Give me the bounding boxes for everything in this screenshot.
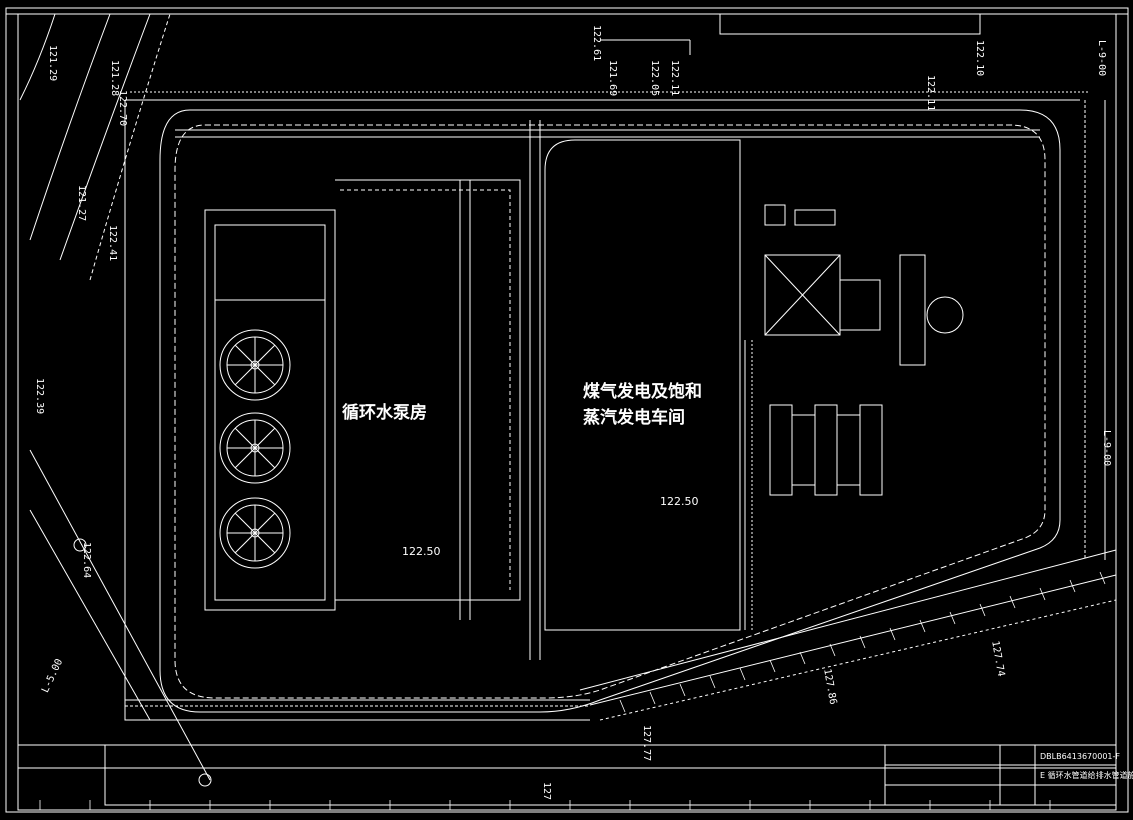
elev-tag: 122.70 <box>117 90 128 127</box>
elev-tag: 122.11 <box>669 60 680 97</box>
site-boundary <box>159 109 1061 713</box>
tank-circle <box>926 296 964 334</box>
title-strip <box>104 744 1117 806</box>
pump-house-outline <box>335 179 521 601</box>
cooling-fan-3 <box>219 497 291 569</box>
workshop-label-line1: 煤气发电及饱和 <box>583 382 702 402</box>
pump-house-label: 循环水泵房 <box>342 403 427 423</box>
outer-frame <box>5 7 1129 813</box>
cooling-fan-1 <box>219 329 291 401</box>
radiator-group <box>769 404 883 496</box>
elev-tag: 121.69 <box>607 60 618 97</box>
cooling-tower-block <box>204 209 336 611</box>
elev-tag: 122.61 <box>591 25 602 62</box>
road-edge-3 <box>59 13 151 261</box>
elev-tag: 122.41 <box>107 225 118 262</box>
elevation-workshop: 122.50 <box>660 495 699 508</box>
axis-mark-right-top: L-9-00 <box>1096 40 1107 77</box>
road-edge-2 <box>29 13 111 241</box>
workshop-label-line2: 蒸汽发电车间 <box>583 408 685 428</box>
elevation-pump: 122.50 <box>402 545 441 558</box>
elev-tag: 122.39 <box>34 378 45 415</box>
elev-tag: 121.29 <box>47 45 58 82</box>
road-edge-1 <box>19 13 56 101</box>
cooling-fan-2 <box>219 412 291 484</box>
axis-mark-right-mid: L-9-00 <box>1101 430 1112 467</box>
workshop-outline <box>544 139 741 631</box>
elev-tag: 127 <box>541 782 552 801</box>
elev-tag: 121.27 <box>76 185 87 222</box>
elev-tag: 122.64 <box>81 542 92 579</box>
slope-line <box>579 549 1117 691</box>
drawing-title: E 循环水管道给排水管道施工图 <box>1040 771 1133 780</box>
elev-tag: 122.11 <box>925 75 936 112</box>
elev-tag: 127.77 <box>641 725 652 762</box>
elev-tag: 122.10 <box>974 40 985 77</box>
drawing-number: DBLB6413670001-F <box>1040 752 1120 761</box>
inner-frame <box>17 13 1117 811</box>
elev-tag: 122.05 <box>649 60 660 97</box>
